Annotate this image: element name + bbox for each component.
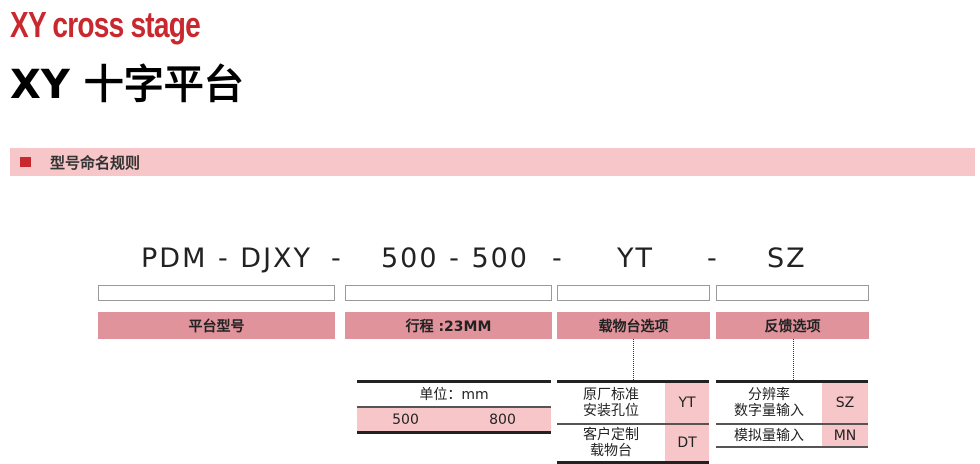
stage-code: YT	[665, 383, 709, 423]
stroke-value: 800	[489, 411, 516, 428]
stage-code: DT	[665, 425, 709, 461]
feedback-desc: 分辨率 数字量输入	[734, 387, 804, 419]
feedback-desc: 模拟量输入	[734, 427, 804, 444]
code-dash: -	[552, 243, 564, 274]
table-row: 分辨率 数字量输入 SZ	[716, 383, 868, 423]
stage-desc: 客户定制 载物台	[583, 427, 639, 459]
stage-desc: 原厂标准 安装孔位	[583, 387, 639, 419]
feedback-code: SZ	[822, 383, 868, 423]
header-feedback: 反馈选项	[716, 312, 869, 339]
feedback-table: 分辨率 数字量输入 SZ 模拟量输入 MN	[716, 380, 868, 448]
table-row: 模拟量输入 MN	[716, 425, 868, 446]
table-row: 原厂标准 安装孔位 YT	[557, 383, 709, 423]
stroke-table: 单位：mm 500 800	[357, 380, 551, 434]
unit-label: 单位：mm	[419, 386, 489, 403]
code-dash: -	[707, 243, 719, 274]
section-title: 型号命名规则	[50, 154, 141, 172]
connector-line	[793, 339, 794, 380]
header-model: 平台型号	[98, 312, 335, 339]
table-row: 客户定制 载物台 DT	[557, 425, 709, 461]
red-square-icon	[20, 157, 31, 167]
stroke-value: 500	[392, 411, 419, 428]
code-stage: YT	[617, 243, 654, 274]
code-box	[345, 285, 552, 301]
connector-line	[633, 339, 634, 380]
code-box	[557, 285, 710, 301]
section-band: 型号命名规则	[10, 148, 975, 176]
code-box	[98, 285, 335, 301]
header-stage: 载物台选项	[557, 312, 710, 339]
header-stroke: 行程 :23MM	[345, 312, 552, 339]
code-series: PDM - DJXY	[141, 243, 313, 274]
code-feedback: SZ	[767, 243, 807, 274]
stage-table: 原厂标准 安装孔位 YT 客户定制 载物台 DT	[557, 380, 709, 464]
title-english: XY cross stage	[10, 4, 201, 45]
title-chinese: XY 十字平台	[10, 62, 244, 108]
code-box	[716, 285, 869, 301]
code-stroke: 500 - 500	[381, 243, 529, 274]
code-dash: -	[331, 243, 343, 274]
feedback-code: MN	[822, 425, 868, 446]
